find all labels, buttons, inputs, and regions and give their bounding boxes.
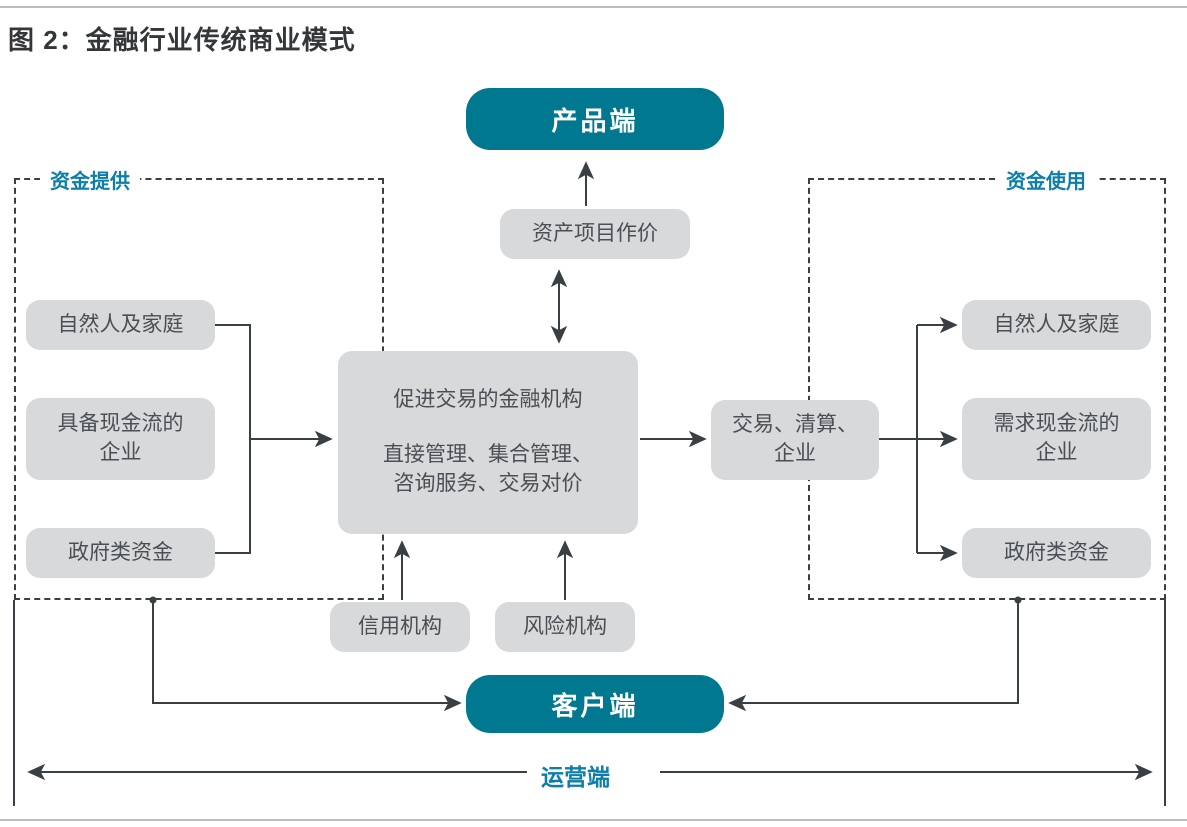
node-operation-end: 运营端: [529, 758, 622, 792]
node-financial-institution-detail-line2: 咨询服务、交易对价: [393, 471, 583, 495]
left-item-cashflow-enterprise-line1: 具备现金流的: [57, 412, 184, 436]
figure-title: 图 2：金融行业传统商业模式: [8, 25, 356, 55]
node-credit-organization[interactable]: 信用机构: [330, 602, 470, 652]
right-region-label: 资金使用: [996, 165, 1096, 194]
right-item-cashflow-demand-enterprise-line1: 需求现金流的: [993, 412, 1120, 436]
left-item-government-funds[interactable]: 政府类资金: [26, 528, 215, 578]
node-risk-organization[interactable]: 风险机构: [495, 602, 635, 652]
node-financial-institution-detail-line1: 直接管理、集合管理、: [383, 443, 593, 467]
arrow-right-region-to-client: [728, 600, 1019, 712]
left-item-individuals[interactable]: 自然人及家庭: [26, 300, 215, 350]
top-rule: [0, 6, 1187, 8]
left-item-cashflow-enterprise[interactable]: 具备现金流的 企业: [26, 398, 215, 480]
node-product-end[interactable]: 产品端: [466, 88, 724, 150]
node-financial-institution-title: 促进交易的金融机构: [393, 388, 583, 412]
node-client-end[interactable]: 客户端: [466, 675, 724, 733]
right-page-edge-line: [1164, 600, 1166, 806]
right-item-individuals[interactable]: 自然人及家庭: [962, 300, 1151, 350]
right-region-funding-use: [808, 178, 1166, 600]
node-trade-clearing[interactable]: 交易、清算、 企业: [711, 400, 879, 480]
node-financial-institution[interactable]: 促进交易的金融机构 直接管理、集合管理、 咨询服务、交易对价: [338, 351, 638, 534]
node-trade-clearing-line2: 企业: [774, 442, 816, 465]
right-item-cashflow-demand-enterprise-line2: 企业: [1035, 441, 1078, 464]
node-asset-pricing[interactable]: 资产项目作价: [500, 209, 690, 259]
left-item-cashflow-enterprise-line2: 企业: [99, 441, 142, 464]
left-region-label: 资金提供: [40, 165, 140, 194]
right-item-government-funds[interactable]: 政府类资金: [962, 528, 1151, 578]
left-page-edge-line: [13, 600, 15, 806]
node-trade-clearing-line1: 交易、清算、: [732, 413, 858, 437]
right-item-cashflow-demand-enterprise[interactable]: 需求现金流的 企业: [962, 398, 1151, 480]
bottom-rule: [0, 819, 1187, 821]
